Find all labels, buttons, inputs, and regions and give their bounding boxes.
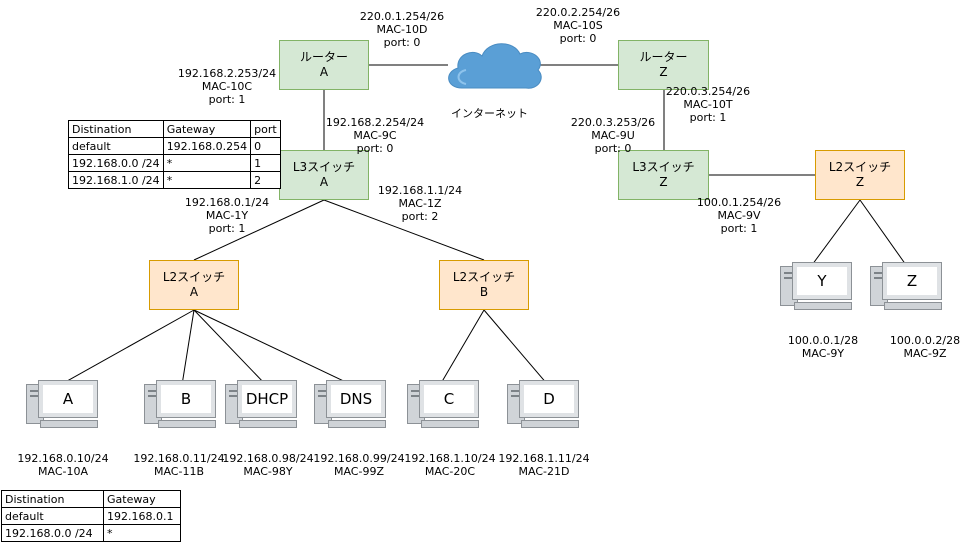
host-a-address: 192.168.0.10/24 MAC-10A	[17, 452, 109, 478]
link-l2z-y	[811, 199, 861, 266]
table-row: 192.168.1.0 /24*2	[68, 171, 281, 189]
l3-switch-a-port1-label: 192.168.0.1/24 MAC-1Y port: 1	[184, 196, 270, 235]
host-z-address: 100.0.0.2/28 MAC-9Z	[889, 334, 961, 360]
keyboard-icon	[239, 420, 297, 428]
host-d[interactable]: D	[507, 380, 581, 430]
table-cell: default	[1, 507, 104, 525]
table-cell: 2	[250, 171, 281, 189]
l3-switch-z-port1-label: 100.0.1.254/26 MAC-9V port: 1	[696, 196, 782, 235]
host-y-address: 100.0.0.1/28 MAC-9Y	[787, 334, 859, 360]
monitor-icon: C	[419, 380, 479, 418]
keyboard-icon	[421, 420, 479, 428]
link-l2a-b	[181, 309, 195, 386]
table-cell: 1	[250, 154, 281, 172]
host-dns-name: DNS	[331, 385, 381, 413]
monitor-icon: B	[156, 380, 216, 418]
keyboard-icon	[328, 420, 386, 428]
host-y-name: Y	[797, 267, 847, 295]
keyboard-icon	[884, 302, 942, 310]
host-dhcp[interactable]: DHCP	[225, 380, 299, 430]
table-cell: *	[162, 171, 252, 189]
router-z-port1-label: 220.0.3.254/26 MAC-10T port: 1	[665, 85, 751, 124]
table-cell: 192.168.1.0 /24	[68, 171, 164, 189]
table-cell: Gateway	[162, 120, 252, 138]
monitor-icon: DNS	[326, 380, 386, 418]
host-z-name: Z	[887, 267, 937, 295]
table-cell: *	[103, 524, 181, 542]
host-d-address: 192.168.1.11/24 MAC-21D	[498, 452, 590, 478]
host-dhcp-address: 192.168.0.98/24 MAC-98Y	[222, 452, 314, 478]
host-b-name: B	[161, 385, 211, 413]
host-dns-address: 192.168.0.99/24 MAC-99Z	[313, 452, 405, 478]
table-row: 192.168.0.0 /24*1	[68, 154, 281, 172]
link-l2a-dns	[193, 309, 353, 386]
table-row: 192.168.0.0 /24*	[1, 524, 181, 542]
l3-switch-z-port0-label: 220.0.3.253/26 MAC-9U port: 0	[570, 116, 656, 155]
host-dhcp-name: DHCP	[242, 385, 292, 413]
keyboard-icon	[521, 420, 579, 428]
internet-cloud-icon	[448, 43, 542, 89]
router-z[interactable]: ルーター Z	[618, 40, 709, 90]
router-a-port0-label: 220.0.1.254/26 MAC-10D port: 0	[359, 10, 445, 49]
router-a[interactable]: ルーター A	[279, 40, 369, 90]
table-cell: 0	[250, 137, 281, 155]
l2-switch-z[interactable]: L2スイッチ Z	[815, 150, 905, 200]
table-cell: 192.168.0.254	[162, 137, 252, 155]
monitor-icon: DHCP	[237, 380, 297, 418]
table-cell: default	[68, 137, 164, 155]
l2-switch-b[interactable]: L2スイッチ B	[439, 260, 529, 310]
table-cell: Distination	[1, 490, 104, 508]
table-cell: Gateway	[103, 490, 181, 508]
host-a[interactable]: A	[26, 380, 100, 430]
monitor-icon: Z	[882, 262, 942, 300]
monitor-icon: A	[38, 380, 98, 418]
link-l3a-l2b	[323, 199, 485, 261]
monitor-icon: Y	[792, 262, 852, 300]
host-b-address: 192.168.0.11/24 MAC-11B	[133, 452, 225, 478]
host-dns[interactable]: DNS	[314, 380, 388, 430]
l3-switch-a[interactable]: L3スイッチ A	[279, 150, 369, 200]
table-cell: Distination	[68, 120, 164, 138]
router-a-port1-label: 192.168.2.253/24 MAC-10C port: 1	[177, 67, 277, 106]
link-l2b-c	[439, 309, 485, 386]
l2-switch-a[interactable]: L2スイッチ A	[149, 260, 239, 310]
host-y[interactable]: Y	[780, 262, 854, 312]
host-a-name: A	[43, 385, 93, 413]
link-l2z-z	[859, 199, 907, 266]
table-cell: 192.168.0.0 /24	[1, 524, 104, 542]
router-z-port0-label: 220.0.2.254/26 MAC-10S port: 0	[535, 6, 621, 45]
l3-switch-a-port0-label: 192.168.2.254/24 MAC-9C port: 0	[325, 116, 425, 155]
table-cell: 192.168.0.0 /24	[68, 154, 164, 172]
l3-switch-z[interactable]: L3スイッチ Z	[618, 150, 709, 200]
keyboard-icon	[794, 302, 852, 310]
link-l3a-l2a	[193, 199, 325, 261]
internet-label: インターネット	[451, 107, 528, 120]
monitor-icon: D	[519, 380, 579, 418]
host-c-address: 192.168.1.10/24 MAC-20C	[404, 452, 496, 478]
table-cell: port	[250, 120, 281, 138]
keyboard-icon	[40, 420, 98, 428]
link-l2b-d	[483, 309, 549, 386]
table-cell: *	[162, 154, 252, 172]
host-z[interactable]: Z	[870, 262, 944, 312]
table-cell: 192.168.0.1	[103, 507, 181, 525]
keyboard-icon	[158, 420, 216, 428]
link-l2a-a	[59, 309, 195, 386]
l3-switch-a-port2-label: 192.168.1.1/24 MAC-1Z port: 2	[377, 184, 463, 223]
host-d-name: D	[524, 385, 574, 413]
host-b[interactable]: B	[144, 380, 218, 430]
host-c[interactable]: C	[407, 380, 481, 430]
link-l2a-dhcp	[193, 309, 267, 386]
host-c-name: C	[424, 385, 474, 413]
